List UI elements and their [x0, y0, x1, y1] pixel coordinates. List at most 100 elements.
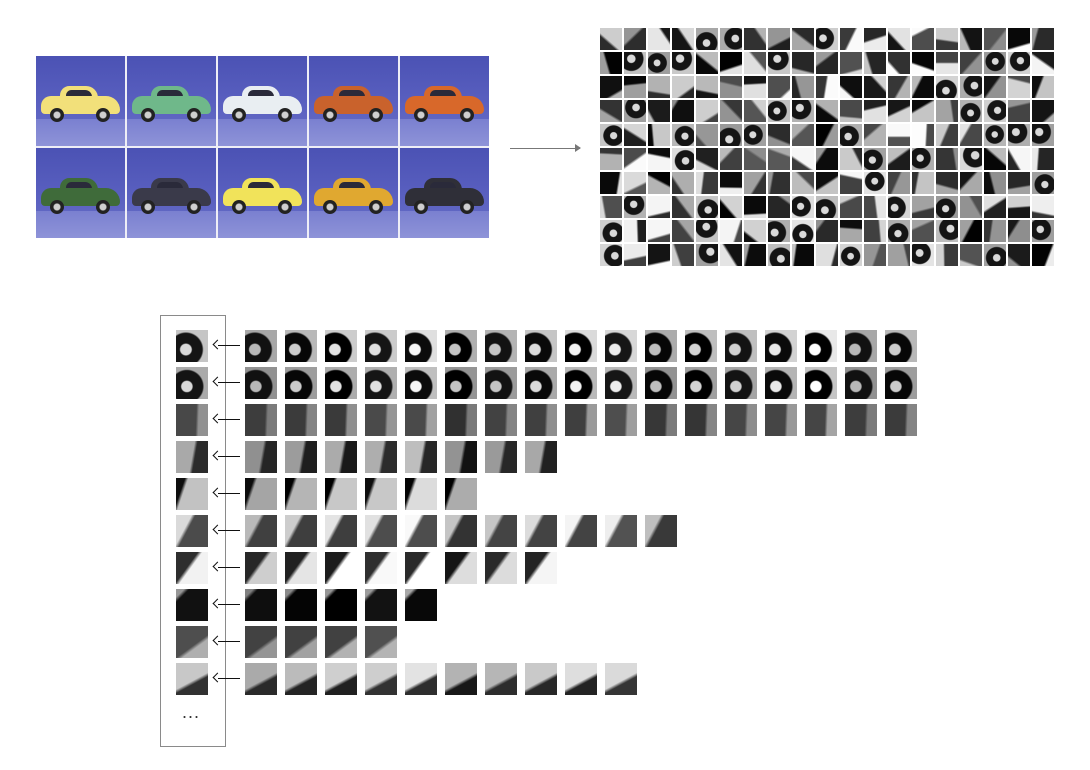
image-patch — [696, 100, 718, 122]
cluster-member-patch — [445, 404, 477, 436]
image-patch — [792, 28, 814, 50]
image-patch — [696, 220, 718, 242]
left-arrow-icon — [212, 330, 240, 362]
cluster-member-patch — [605, 663, 637, 695]
image-patch — [768, 28, 790, 50]
cluster-row-door-panel — [176, 589, 445, 621]
image-patch — [936, 52, 958, 74]
image-patch — [936, 124, 958, 146]
image-patch — [864, 52, 886, 74]
cluster-row-bumper-curve — [176, 663, 645, 695]
image-patch — [1032, 28, 1054, 50]
image-patch — [792, 244, 814, 266]
car-window — [157, 182, 183, 189]
image-patch — [984, 244, 1006, 266]
image-patch — [888, 172, 910, 194]
image-patch — [768, 100, 790, 122]
image-patch — [816, 76, 838, 98]
image-patch — [912, 220, 934, 242]
image-patch — [696, 244, 718, 266]
image-patch — [1008, 52, 1030, 74]
image-patch — [864, 244, 886, 266]
cluster-member-patch — [325, 663, 357, 695]
cluster-row-wheel-edge — [176, 404, 925, 436]
image-patch — [648, 28, 670, 50]
cluster-member-patch — [645, 404, 677, 436]
cluster-member-patch — [685, 404, 717, 436]
cluster-member-patch — [645, 367, 677, 399]
image-patch — [816, 172, 838, 194]
cluster-row-window-diagonal — [176, 626, 405, 658]
image-patch — [960, 196, 982, 218]
image-patch — [600, 196, 622, 218]
cluster-representative-patch — [176, 663, 208, 695]
car-yellow-racer — [218, 148, 307, 238]
image-patch — [864, 148, 886, 170]
cluster-representative-patch — [176, 404, 208, 436]
cluster-member-patch — [485, 441, 517, 473]
image-patch — [960, 52, 982, 74]
cluster-member-patch — [325, 367, 357, 399]
cluster-member-patch — [805, 367, 837, 399]
image-patch — [744, 196, 766, 218]
cluster-representative-patch — [176, 515, 208, 547]
cluster-member-patch — [365, 626, 397, 658]
cluster-member-patch — [525, 441, 557, 473]
image-patch — [600, 172, 622, 194]
wheel-icon — [187, 108, 201, 122]
image-patch — [600, 52, 622, 74]
cluster-member-patch — [405, 589, 437, 621]
cluster-member-patch — [725, 404, 757, 436]
image-patch — [960, 124, 982, 146]
wheel-icon — [50, 108, 64, 122]
image-patch — [888, 196, 910, 218]
cluster-member-patch — [525, 663, 557, 695]
left-arrow-icon — [212, 515, 240, 547]
image-patch — [672, 28, 694, 50]
image-patch — [1032, 244, 1054, 266]
cluster-member-patch — [325, 404, 357, 436]
cluster-member-patch — [405, 663, 437, 695]
image-patch — [840, 220, 862, 242]
cluster-member-patch — [245, 441, 277, 473]
car-window — [66, 90, 92, 97]
left-arrow-icon — [212, 441, 240, 473]
cluster-member-patch — [445, 478, 477, 510]
wheel-icon — [187, 200, 201, 214]
wheel-icon — [50, 200, 64, 214]
arrow-head-icon — [575, 144, 581, 152]
image-patch — [696, 172, 718, 194]
cluster-member-patch — [485, 404, 517, 436]
car-window — [66, 182, 92, 189]
image-patch — [1032, 52, 1054, 74]
car-black-convertible — [400, 148, 489, 238]
image-patch — [1008, 220, 1030, 242]
image-patch — [624, 124, 646, 146]
image-patch — [768, 172, 790, 194]
image-patch — [1032, 148, 1054, 170]
image-patch — [720, 244, 742, 266]
left-arrow-icon — [212, 478, 240, 510]
image-patch — [792, 124, 814, 146]
cluster-row-windshield-edge — [176, 552, 565, 584]
cluster-member-patch — [845, 404, 877, 436]
cluster-representative-patch — [176, 441, 208, 473]
image-patch — [840, 148, 862, 170]
image-patch — [840, 100, 862, 122]
cluster-row-car-corner-top — [176, 330, 925, 362]
car-black-coupe — [127, 148, 216, 238]
image-patch — [696, 124, 718, 146]
cluster-row-roofline-edge — [176, 515, 685, 547]
image-patch — [648, 148, 670, 170]
image-patch — [816, 52, 838, 74]
wheel-icon — [460, 108, 474, 122]
cluster-member-patch — [405, 478, 437, 510]
image-patch — [1008, 76, 1030, 98]
image-patch — [984, 28, 1006, 50]
image-patch — [936, 244, 958, 266]
image-patch — [696, 52, 718, 74]
cluster-member-patch — [685, 367, 717, 399]
image-patch — [648, 76, 670, 98]
cluster-member-patch — [525, 330, 557, 362]
image-patch — [744, 52, 766, 74]
